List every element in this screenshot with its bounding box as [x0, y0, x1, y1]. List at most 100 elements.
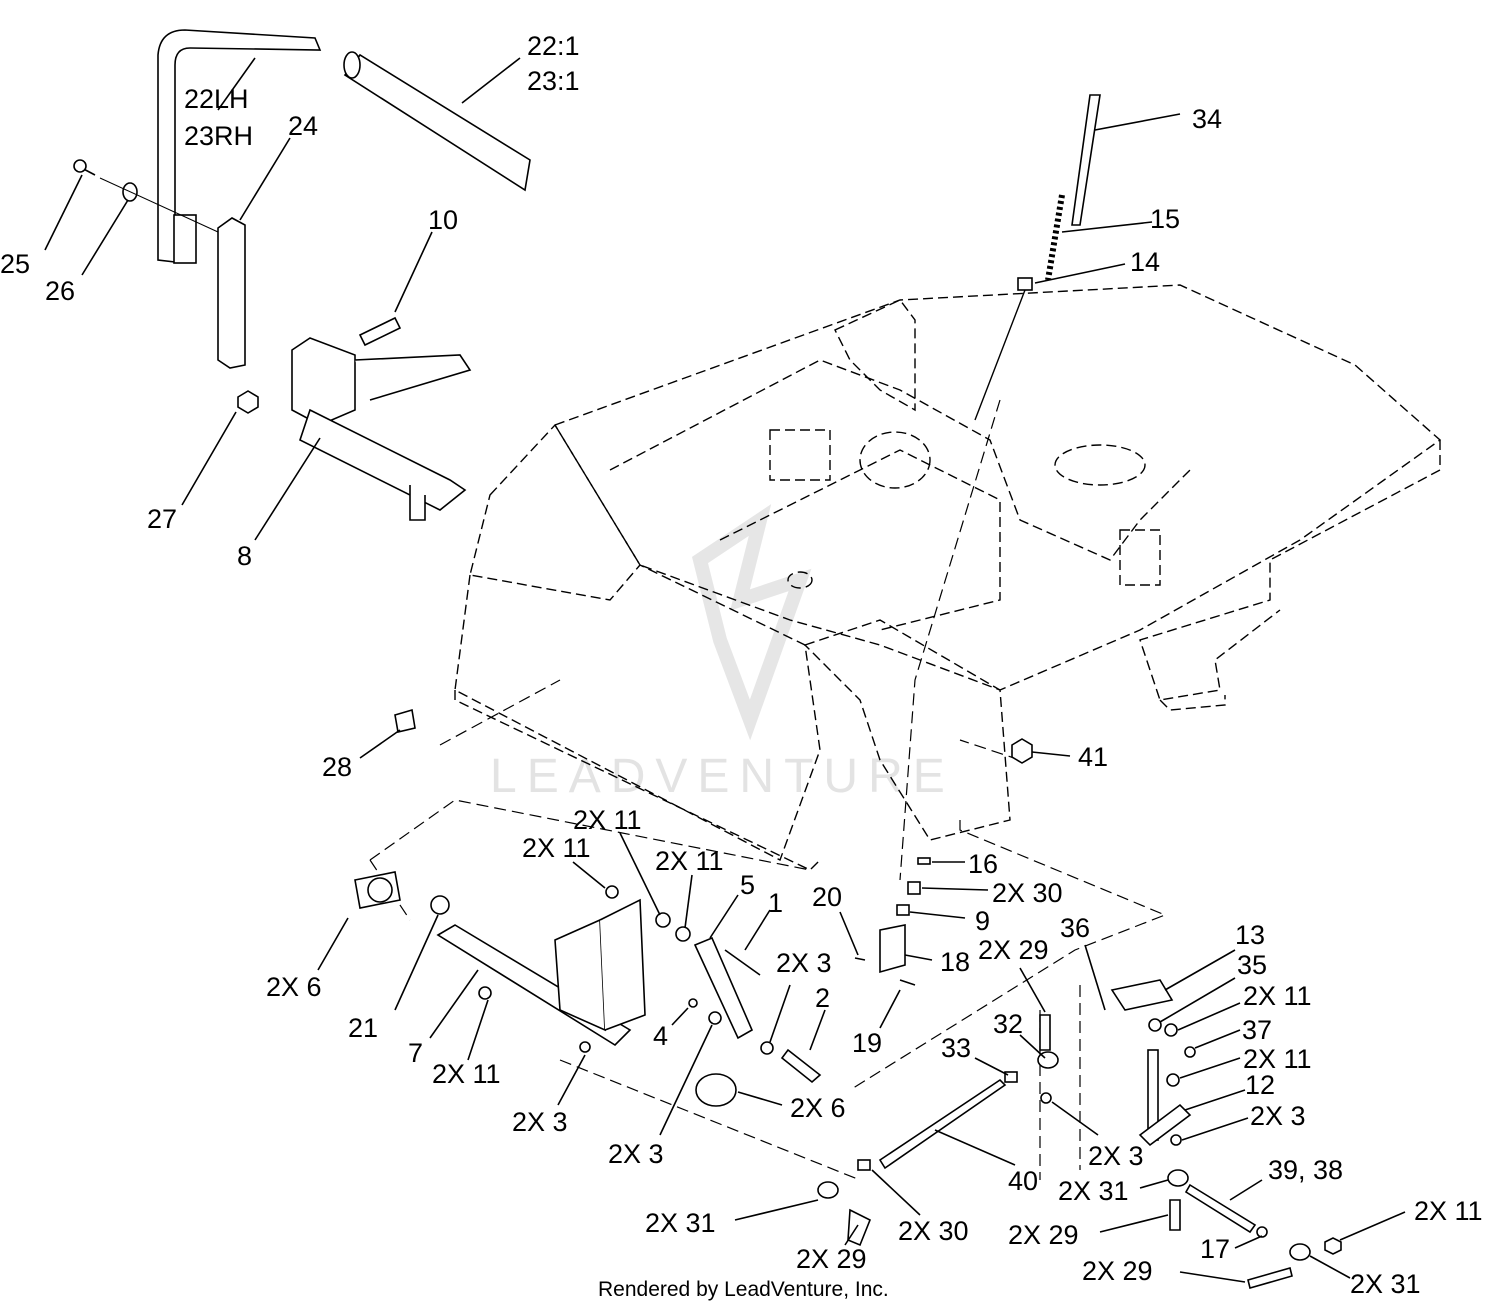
- frame-center-tunnel: [803, 619, 1011, 841]
- part-rod-34: [1071, 94, 1101, 226]
- leader-36: [1084, 944, 1106, 1011]
- leader-2x3-e: [1051, 1101, 1099, 1136]
- leader-4: [671, 1007, 689, 1026]
- leader-9: [909, 911, 966, 919]
- part-nut-30-b: [857, 1159, 871, 1171]
- leader-19: [879, 989, 901, 1029]
- leader-26: [81, 199, 129, 276]
- frame-hole-c: [787, 571, 813, 589]
- leader-2x11-c: [684, 874, 693, 929]
- part-nut-11-b: [655, 912, 671, 928]
- frame-left-face: [469, 423, 641, 601]
- callout-4: 4: [653, 1021, 668, 1051]
- leader-32: [1019, 1034, 1046, 1059]
- callout-2x11-g: 2X 11: [1414, 1196, 1483, 1226]
- part-shaft-8: [299, 408, 467, 511]
- part-nut-11-c: [675, 926, 691, 942]
- leader-34: [1094, 113, 1181, 131]
- callout-7: 7: [408, 1038, 423, 1068]
- part-bolt-28: [394, 708, 416, 733]
- callout-14: 14: [1130, 247, 1160, 277]
- part-tab-8: [409, 485, 426, 521]
- frame-cutout-left: [769, 429, 831, 481]
- callout-2: 2: [815, 983, 830, 1013]
- part-fitting-37: [1184, 1046, 1196, 1058]
- callout-2x11-c: 2X 11: [655, 846, 724, 876]
- part-washer-35: [1148, 1018, 1162, 1032]
- leader-2x11-g: [1339, 1211, 1406, 1241]
- leader-2x3-d: [1181, 1117, 1249, 1141]
- leader-2x30-a: [921, 887, 989, 891]
- callout-2x11-b: 2X 11: [522, 833, 591, 863]
- leader-18: [904, 954, 933, 961]
- frame-cutout-right: [1119, 529, 1161, 586]
- callout-2x3-e: 2X 3: [1088, 1141, 1144, 1171]
- callout-2x31-b: 2X 31: [1058, 1176, 1129, 1206]
- part-nut-11-a: [605, 885, 619, 899]
- callout-2x29-a: 2X 29: [978, 935, 1049, 965]
- part-spacer-30: [907, 881, 921, 895]
- part-bearing-6-right: [695, 1073, 737, 1107]
- leader-12: [1184, 1089, 1246, 1111]
- proj-bolt28: [439, 679, 561, 746]
- leader-39-38: [1229, 1179, 1263, 1201]
- callout-15: 15: [1150, 204, 1180, 234]
- callout-labels: 22:1 23:1 22LH 23RH 24 25 26 10 27 8 34 …: [0, 31, 1483, 1299]
- callout-37: 37: [1242, 1015, 1272, 1045]
- part-bolt-25-head: [73, 159, 87, 173]
- callout-2x6-b: 2X 6: [790, 1093, 846, 1123]
- part-nut-27: [237, 390, 259, 414]
- part-bracket-7: [554, 918, 606, 1032]
- frame-top-deck: [553, 284, 1442, 691]
- callout-25: 25: [0, 249, 30, 279]
- part-washer-3-e: [1170, 1134, 1182, 1146]
- part-nut-41: [1011, 738, 1033, 764]
- leader-41: [1031, 751, 1071, 757]
- proj-nut41: [959, 739, 1021, 761]
- frame-front-wall: [454, 564, 821, 861]
- leader-lines: [44, 57, 1406, 1283]
- callout-2x3-d: 2X 3: [1250, 1101, 1306, 1131]
- callout-27: 27: [147, 504, 177, 534]
- callout-33: 33: [941, 1033, 971, 1063]
- frame-foot-flange: [1159, 695, 1226, 711]
- callout-13: 13: [1235, 920, 1265, 950]
- leader-2x11-a: [619, 832, 661, 916]
- leader-2x11-f: [1179, 1057, 1241, 1079]
- part-pin-2: [780, 1048, 822, 1084]
- callout-41: 41: [1078, 742, 1108, 772]
- leader-25: [44, 174, 83, 251]
- part-spacer-9: [896, 904, 910, 916]
- part-nut-11-e: [478, 986, 492, 1000]
- callout-1: 1: [768, 888, 783, 918]
- leader-24: [239, 137, 291, 221]
- part-rod-end-31-b: [1167, 1169, 1189, 1187]
- callout-20: 20: [812, 882, 842, 912]
- callout-10: 10: [428, 205, 458, 235]
- part-cotter-20: [854, 957, 866, 961]
- watermark-text: LEADVENTURE: [490, 750, 955, 803]
- leader-28: [359, 729, 401, 759]
- callout-40: 40: [1008, 1166, 1038, 1196]
- part-nut-21: [430, 895, 450, 915]
- callout-2x29-d: 2X 29: [1082, 1256, 1153, 1286]
- part-arm-13: [1110, 979, 1174, 1011]
- part-spacer-14: [1017, 277, 1033, 291]
- leader-22-1: [461, 57, 521, 104]
- callout-12: 12: [1245, 1070, 1275, 1100]
- frame-inner-box: [719, 449, 1001, 631]
- callout-2x11-a: 2X 11: [573, 805, 642, 835]
- part-axis-25: [99, 177, 219, 233]
- parts: [73, 29, 1342, 1289]
- leader-14: [1034, 263, 1126, 284]
- part-rod-39-38: [1184, 1183, 1257, 1234]
- part-pin-19: [899, 979, 916, 986]
- leader-2x6-a: [317, 917, 349, 971]
- leader-2x31-a: [734, 1199, 819, 1221]
- part-nut-11-d: [1164, 1023, 1178, 1037]
- callout-22lh: 22LH: [184, 84, 249, 114]
- leader-33: [974, 1057, 1009, 1076]
- leader-2x29-c: [1099, 1214, 1169, 1233]
- leader-2x31-b: [1139, 1179, 1169, 1189]
- callout-23rh: 23RH: [184, 121, 253, 151]
